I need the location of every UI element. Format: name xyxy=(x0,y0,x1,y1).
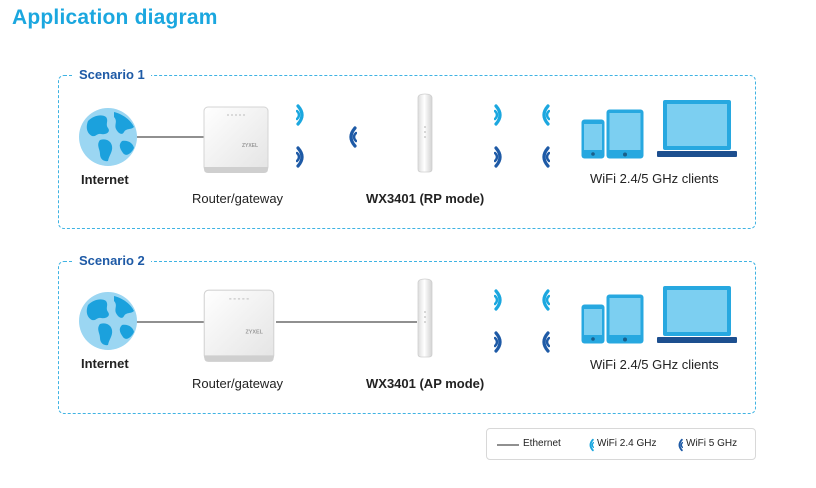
extender-label: WX3401 (AP mode) xyxy=(366,376,485,391)
wifi-24-signal-icon xyxy=(587,438,594,452)
globe-icon xyxy=(78,107,138,167)
wifi-5-signal-icon xyxy=(538,330,550,354)
wifi-5-signal-icon xyxy=(345,125,357,149)
clients-label: WiFi 2.4/5 GHz clients xyxy=(590,171,719,186)
scenario-2-box: Scenario 2 xyxy=(58,253,756,414)
tablet-icon xyxy=(606,294,644,344)
router-icon xyxy=(201,288,277,364)
wifi-5-signal-icon xyxy=(538,145,550,169)
wifi-24-signal-icon xyxy=(494,288,506,312)
wifi-5-signal-icon xyxy=(494,145,506,169)
extender-label: WX3401 (RP mode) xyxy=(366,191,485,206)
legend-wifi-24: WiFi 2.4 GHz xyxy=(597,438,657,449)
wifi-5-signal-icon xyxy=(676,438,683,452)
globe-icon xyxy=(78,291,138,351)
internet-label: Internet xyxy=(81,172,129,187)
legend: Ethernet WiFi 2.4 GHz WiFi 5 GHz xyxy=(486,428,756,460)
wifi-5-signal-icon xyxy=(296,145,308,169)
phone-icon xyxy=(581,304,605,344)
wifi-24-signal-icon xyxy=(296,103,308,127)
extender-icon xyxy=(415,93,435,173)
wifi-5-signal-icon xyxy=(494,330,506,354)
page-title: Application diagram xyxy=(12,6,218,29)
laptop-icon xyxy=(657,285,737,345)
legend-wifi-5: WiFi 5 GHz xyxy=(686,438,738,449)
laptop-icon xyxy=(657,99,737,159)
extender-icon xyxy=(415,278,435,358)
router-label: Router/gateway xyxy=(192,376,284,391)
ethernet-line-icon xyxy=(497,444,519,446)
scenario-1-box: Scenario 1 xyxy=(58,67,756,229)
legend-ethernet: Ethernet xyxy=(523,438,561,449)
clients-label: WiFi 2.4/5 GHz clients xyxy=(590,357,719,372)
router-icon xyxy=(201,105,271,175)
scenario-2-label: Scenario 2 xyxy=(73,253,151,268)
scenario-1-label: Scenario 1 xyxy=(73,67,151,82)
tablet-icon xyxy=(606,109,644,159)
router-label: Router/gateway xyxy=(192,191,284,206)
wifi-24-signal-icon xyxy=(538,288,550,312)
wifi-24-signal-icon xyxy=(538,103,550,127)
internet-label: Internet xyxy=(81,356,129,371)
phone-icon xyxy=(581,119,605,159)
wifi-24-signal-icon xyxy=(494,103,506,127)
